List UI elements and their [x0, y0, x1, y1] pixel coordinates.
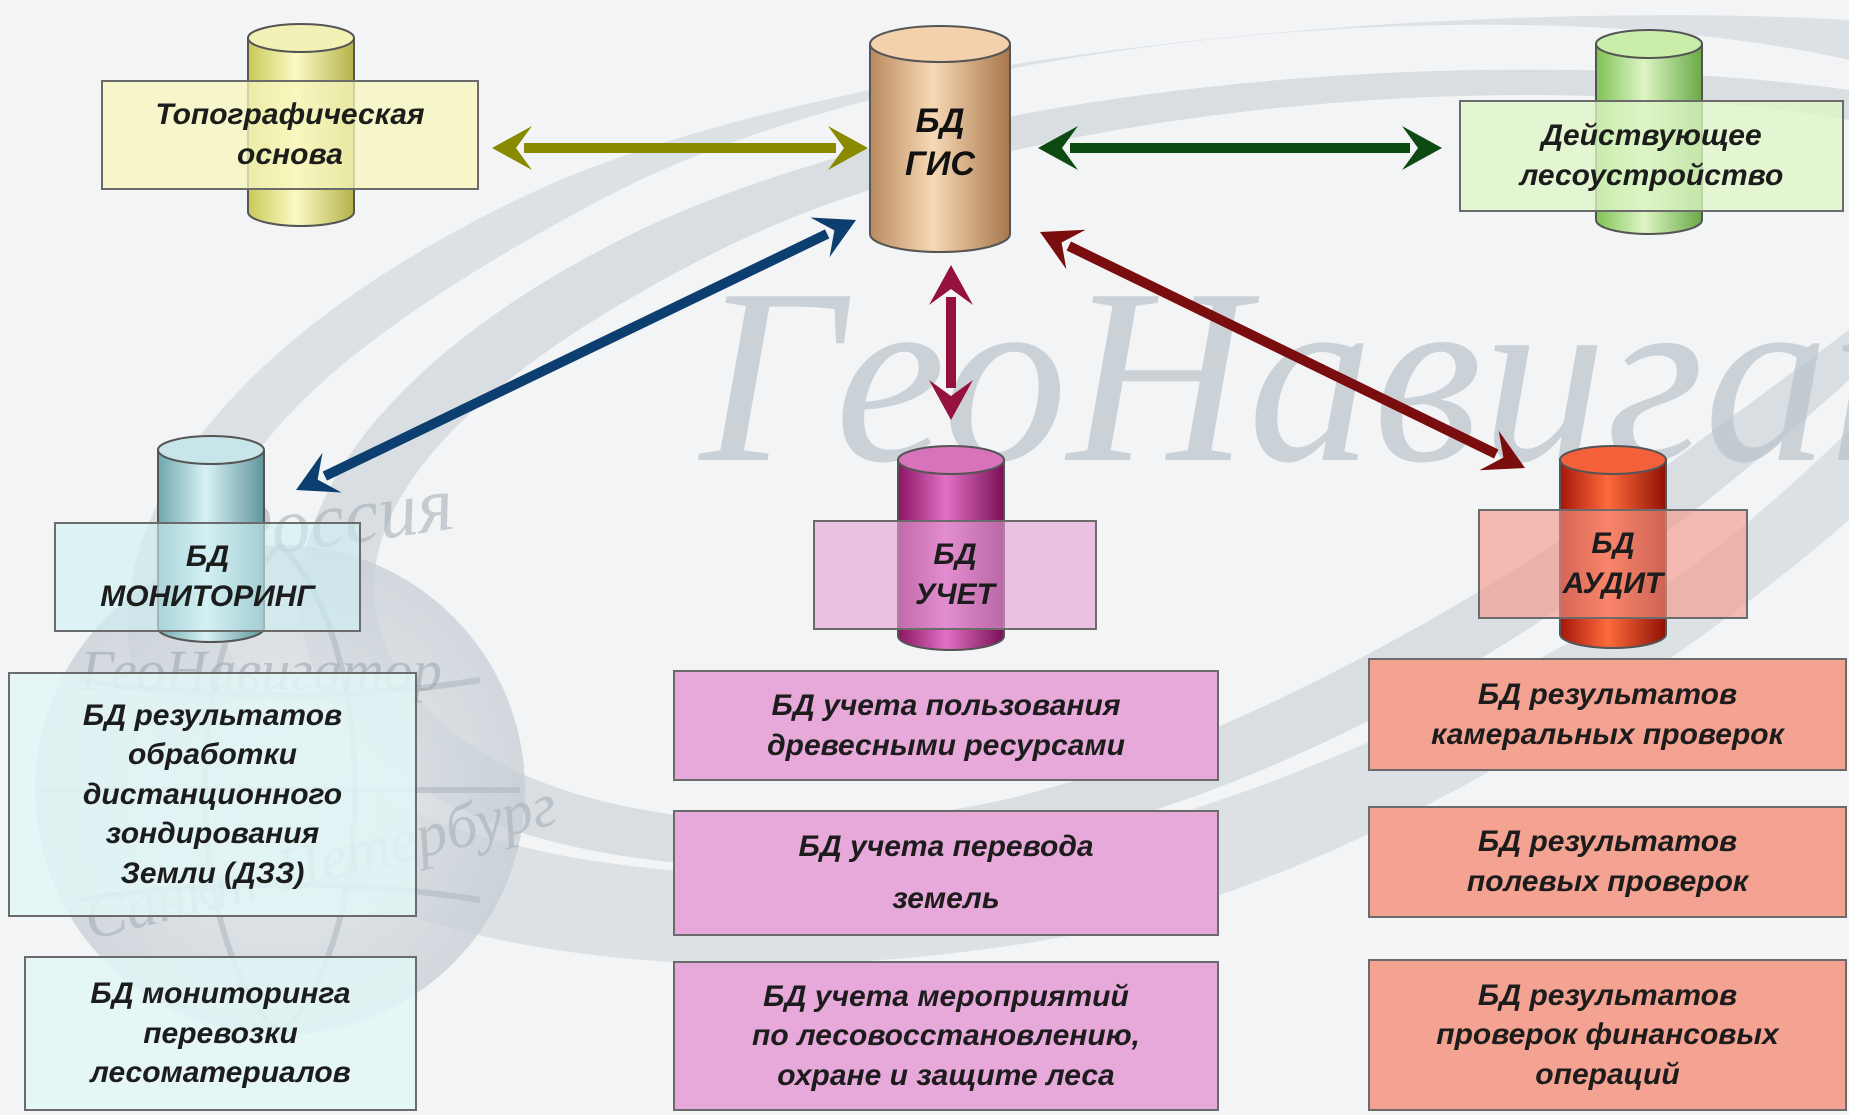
node-lesoustr: Действующее лесоустройство: [1459, 100, 1844, 212]
arrow-gis-lesoustr: [1038, 126, 1442, 170]
list-item-monitoring-2-label: БД мониторинга перевозки лесоматериалов: [90, 977, 351, 1090]
list-item-audit-2-label: БД результатов полевых проверок: [1466, 825, 1749, 898]
arrow-gis-lesoustr-head-end: [1402, 126, 1442, 170]
node-gis-label: БД ГИС: [905, 102, 975, 183]
list-item-audit-1-label: БД результатов камеральных проверок: [1431, 677, 1784, 751]
arrow-gis-uchet-head-end: [929, 380, 973, 420]
arrow-gis-monitoring-shaft: [322, 229, 830, 481]
arrow-gis-audit-head-start: [1040, 229, 1086, 270]
node-uchet-label: БД УЧЕТ: [915, 538, 995, 611]
list-item-monitoring-1: БД результатов обработки дистанционного …: [8, 672, 417, 917]
arrow-gis-topo-head-start: [828, 126, 868, 170]
node-topo: Топографическая основа: [101, 80, 479, 190]
list-item-uchet-2: БД учета перевода земель: [673, 810, 1219, 936]
arrow-gis-monitoring-head-end: [296, 452, 342, 493]
list-item-uchet-1: БД учета пользования древесными ресурсам…: [673, 670, 1219, 781]
node-lesoustr-label: Действующее лесоустройство: [1519, 119, 1784, 192]
node-monitoring-label: БД МОНИТОРИНГ: [100, 540, 315, 613]
arrow-gis-topo-head-end: [492, 126, 532, 170]
arrow-gis-uchet: [929, 265, 973, 420]
node-audit: БД АУДИТ: [1478, 509, 1748, 619]
list-item-uchet-3-label: БД учета мероприятий по лесовосстановлен…: [752, 979, 1140, 1092]
list-item-monitoring-1-label: БД результатов обработки дистанционного …: [82, 698, 343, 890]
arrow-gis-audit-shaft: [1066, 241, 1499, 459]
node-audit-label: БД АУДИТ: [1562, 527, 1664, 600]
list-item-uchet-2-label: БД учета перевода земель: [798, 829, 1094, 916]
cylinder-gis: [869, 25, 1011, 253]
list-item-uchet-1-label: БД учета пользования древесными ресурсам…: [767, 688, 1125, 762]
list-item-monitoring-2: БД мониторинга перевозки лесоматериалов: [24, 956, 417, 1111]
node-monitoring: БД МОНИТОРИНГ: [54, 522, 361, 632]
arrow-gis-uchet-head-start: [929, 265, 973, 305]
list-item-audit-3-label: БД результатов проверок финансовых опера…: [1436, 978, 1779, 1091]
arrow-gis-monitoring-head-start: [810, 217, 856, 258]
list-item-audit-3: БД результатов проверок финансовых опера…: [1368, 959, 1847, 1111]
arrow-gis-lesoustr-head-start: [1038, 126, 1078, 170]
list-item-audit-1: БД результатов камеральных проверок: [1368, 658, 1847, 771]
node-uchet: БД УЧЕТ: [813, 520, 1097, 630]
list-item-uchet-3: БД учета мероприятий по лесовосстановлен…: [673, 961, 1219, 1111]
node-topo-label: Топографическая основа: [155, 98, 425, 171]
arrow-layer: [296, 126, 1525, 493]
list-item-audit-2: БД результатов полевых проверок: [1368, 806, 1847, 918]
arrow-gis-audit-head-end: [1479, 430, 1525, 471]
arrow-gis-monitoring: [296, 217, 856, 493]
arrow-gis-topo: [492, 126, 868, 170]
arrow-gis-audit: [1040, 229, 1525, 471]
